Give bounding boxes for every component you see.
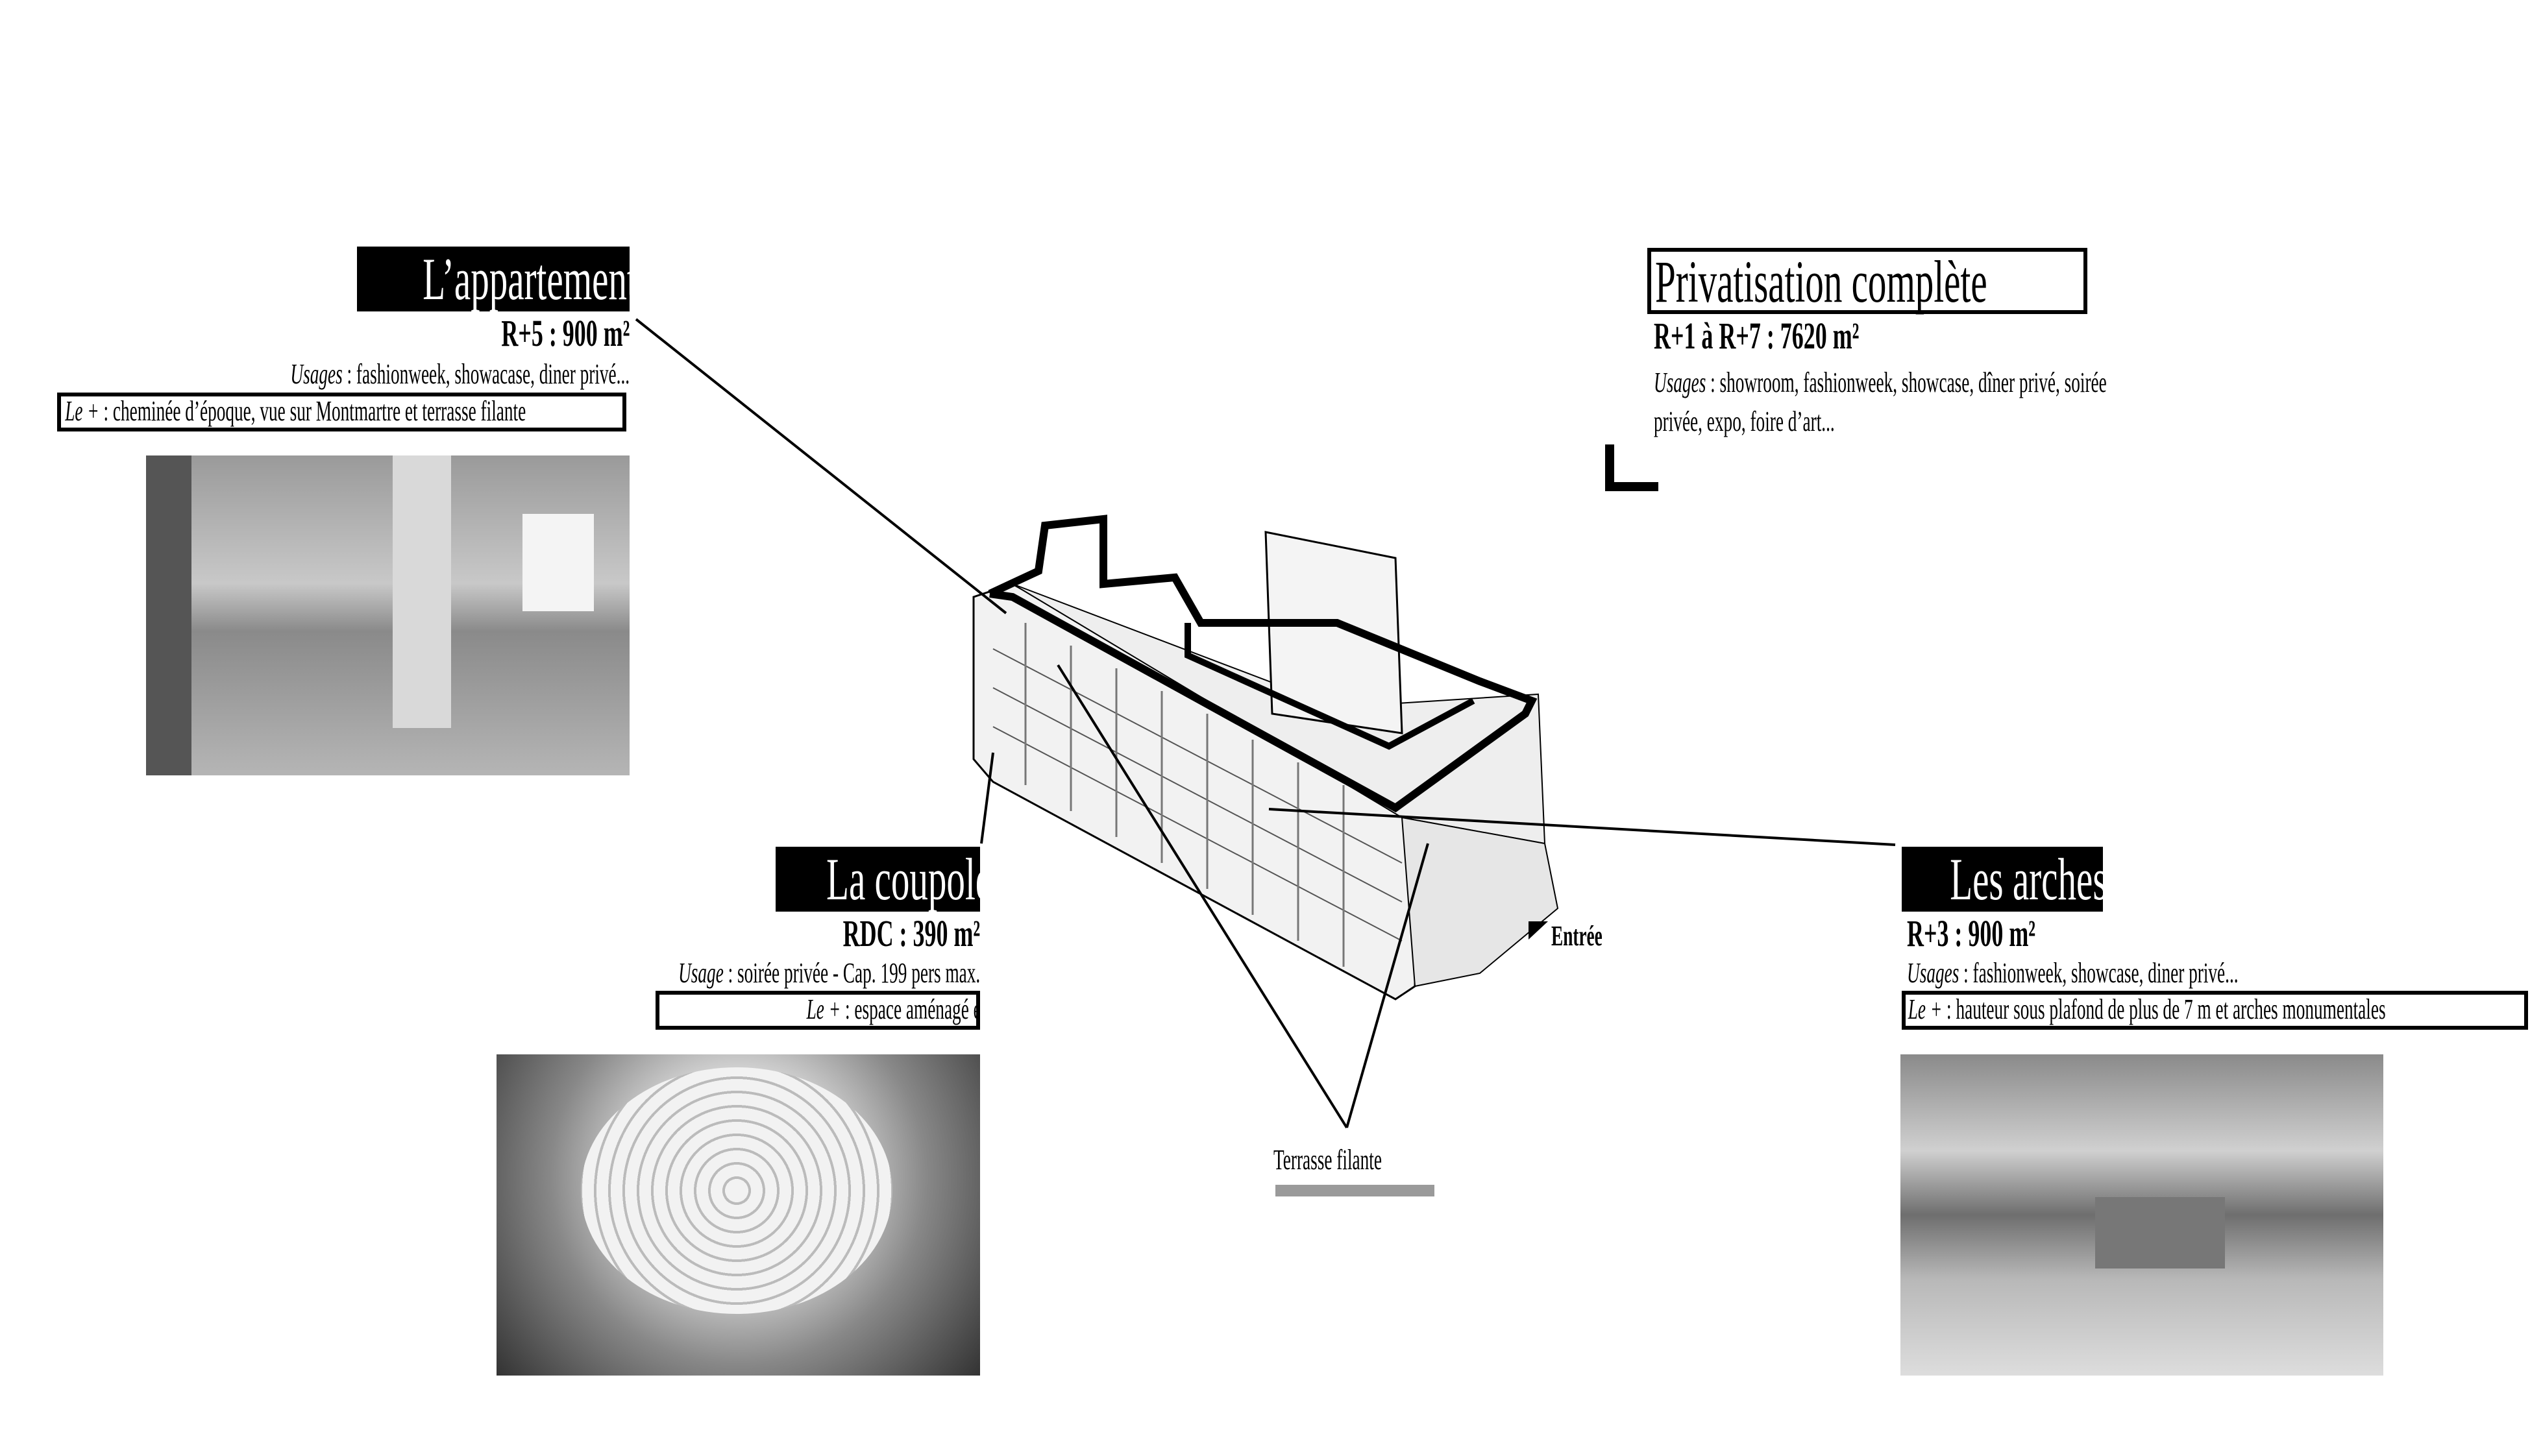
terrasse-legend-bar xyxy=(1275,1185,1434,1196)
leader-terrasse-1 xyxy=(1057,664,1348,1129)
arches-photo xyxy=(1900,1054,2383,1376)
arches-plus: : hauteur sous plafond de plus de 7 m et… xyxy=(1947,993,2386,1025)
terrasse-label: Terrasse filante xyxy=(1273,1144,1382,1176)
privatisation-block: R+1 à R+7 : 7620 m² Usages : showroom, f… xyxy=(1654,317,2384,441)
arches-block: Les arches R+3 : 900 m² Usages : fashion… xyxy=(1902,847,2442,989)
privatisation-usages-label: Usages xyxy=(1654,367,1706,398)
appartement-plus-label: Le + xyxy=(65,395,104,427)
privatisation-usages-line1: : showroom, fashionweek, showcase, dîner… xyxy=(1706,367,2107,398)
privatisation-usages-line2: privée, expo, foire d’art... xyxy=(1654,406,1835,437)
coupole-block: La coupole RDC : 390 m² Usage : soirée p… xyxy=(493,847,992,989)
coupole-plus: : espace aménagé et chauffé xyxy=(844,993,976,1025)
appartement-title: L’appartement xyxy=(423,246,637,312)
coupole-photo xyxy=(497,1054,980,1376)
appartement-usages: : fashionweek, showacase, diner privé... xyxy=(342,358,630,390)
appartement-area: R+5 : 900 m² xyxy=(500,312,630,354)
arches-usages: : fashionweek, showcase, diner privé... xyxy=(1959,957,2239,989)
leader-arches xyxy=(1268,808,1896,846)
leader-coupole xyxy=(980,752,994,844)
arches-plus-box: Le + : hauteur sous plafond de plus de 7… xyxy=(1902,991,2528,1030)
arches-plus-label: Le + xyxy=(1908,993,1947,1025)
appartement-usages-label: Usages xyxy=(290,358,343,390)
coupole-plus-label: Le + xyxy=(806,993,845,1025)
appartement-plus: : cheminée d’époque, vue sur Montmartre … xyxy=(103,395,526,427)
coupole-title: La coupole xyxy=(826,846,992,912)
coupole-area: RDC : 390 m² xyxy=(842,912,980,954)
arches-title: Les arches xyxy=(1950,846,2107,912)
coupole-usages-label: Usage xyxy=(678,957,724,989)
appartement-photo xyxy=(146,455,630,775)
coupole-usages: : soirée privée - Cap. 199 pers max. xyxy=(723,957,980,989)
corner-mark-icon xyxy=(1605,444,1658,491)
building-axonometric xyxy=(972,515,1559,1001)
leader-appartement xyxy=(635,318,1007,614)
entree-arrow-icon xyxy=(1529,921,1548,940)
privatisation-area: R+1 à R+7 : 7620 m² xyxy=(1654,315,1860,357)
appartement-block: L’appartement R+5 : 900 m² Usages : fash… xyxy=(82,247,637,391)
arches-area: R+3 : 900 m² xyxy=(1907,912,2036,954)
privatisation-title-box: Privatisation complète xyxy=(1647,248,2087,314)
arches-usages-label: Usages xyxy=(1907,957,1959,989)
privatisation-title: Privatisation complète xyxy=(1655,249,1987,315)
appartement-plus-box: Le + : cheminée d’époque, vue sur Montma… xyxy=(57,393,626,431)
leader-terrasse-2 xyxy=(1345,843,1429,1128)
entree-label: Entrée xyxy=(1551,920,1603,952)
coupole-plus-box: Le + : espace aménagé et chauffé xyxy=(656,991,980,1030)
